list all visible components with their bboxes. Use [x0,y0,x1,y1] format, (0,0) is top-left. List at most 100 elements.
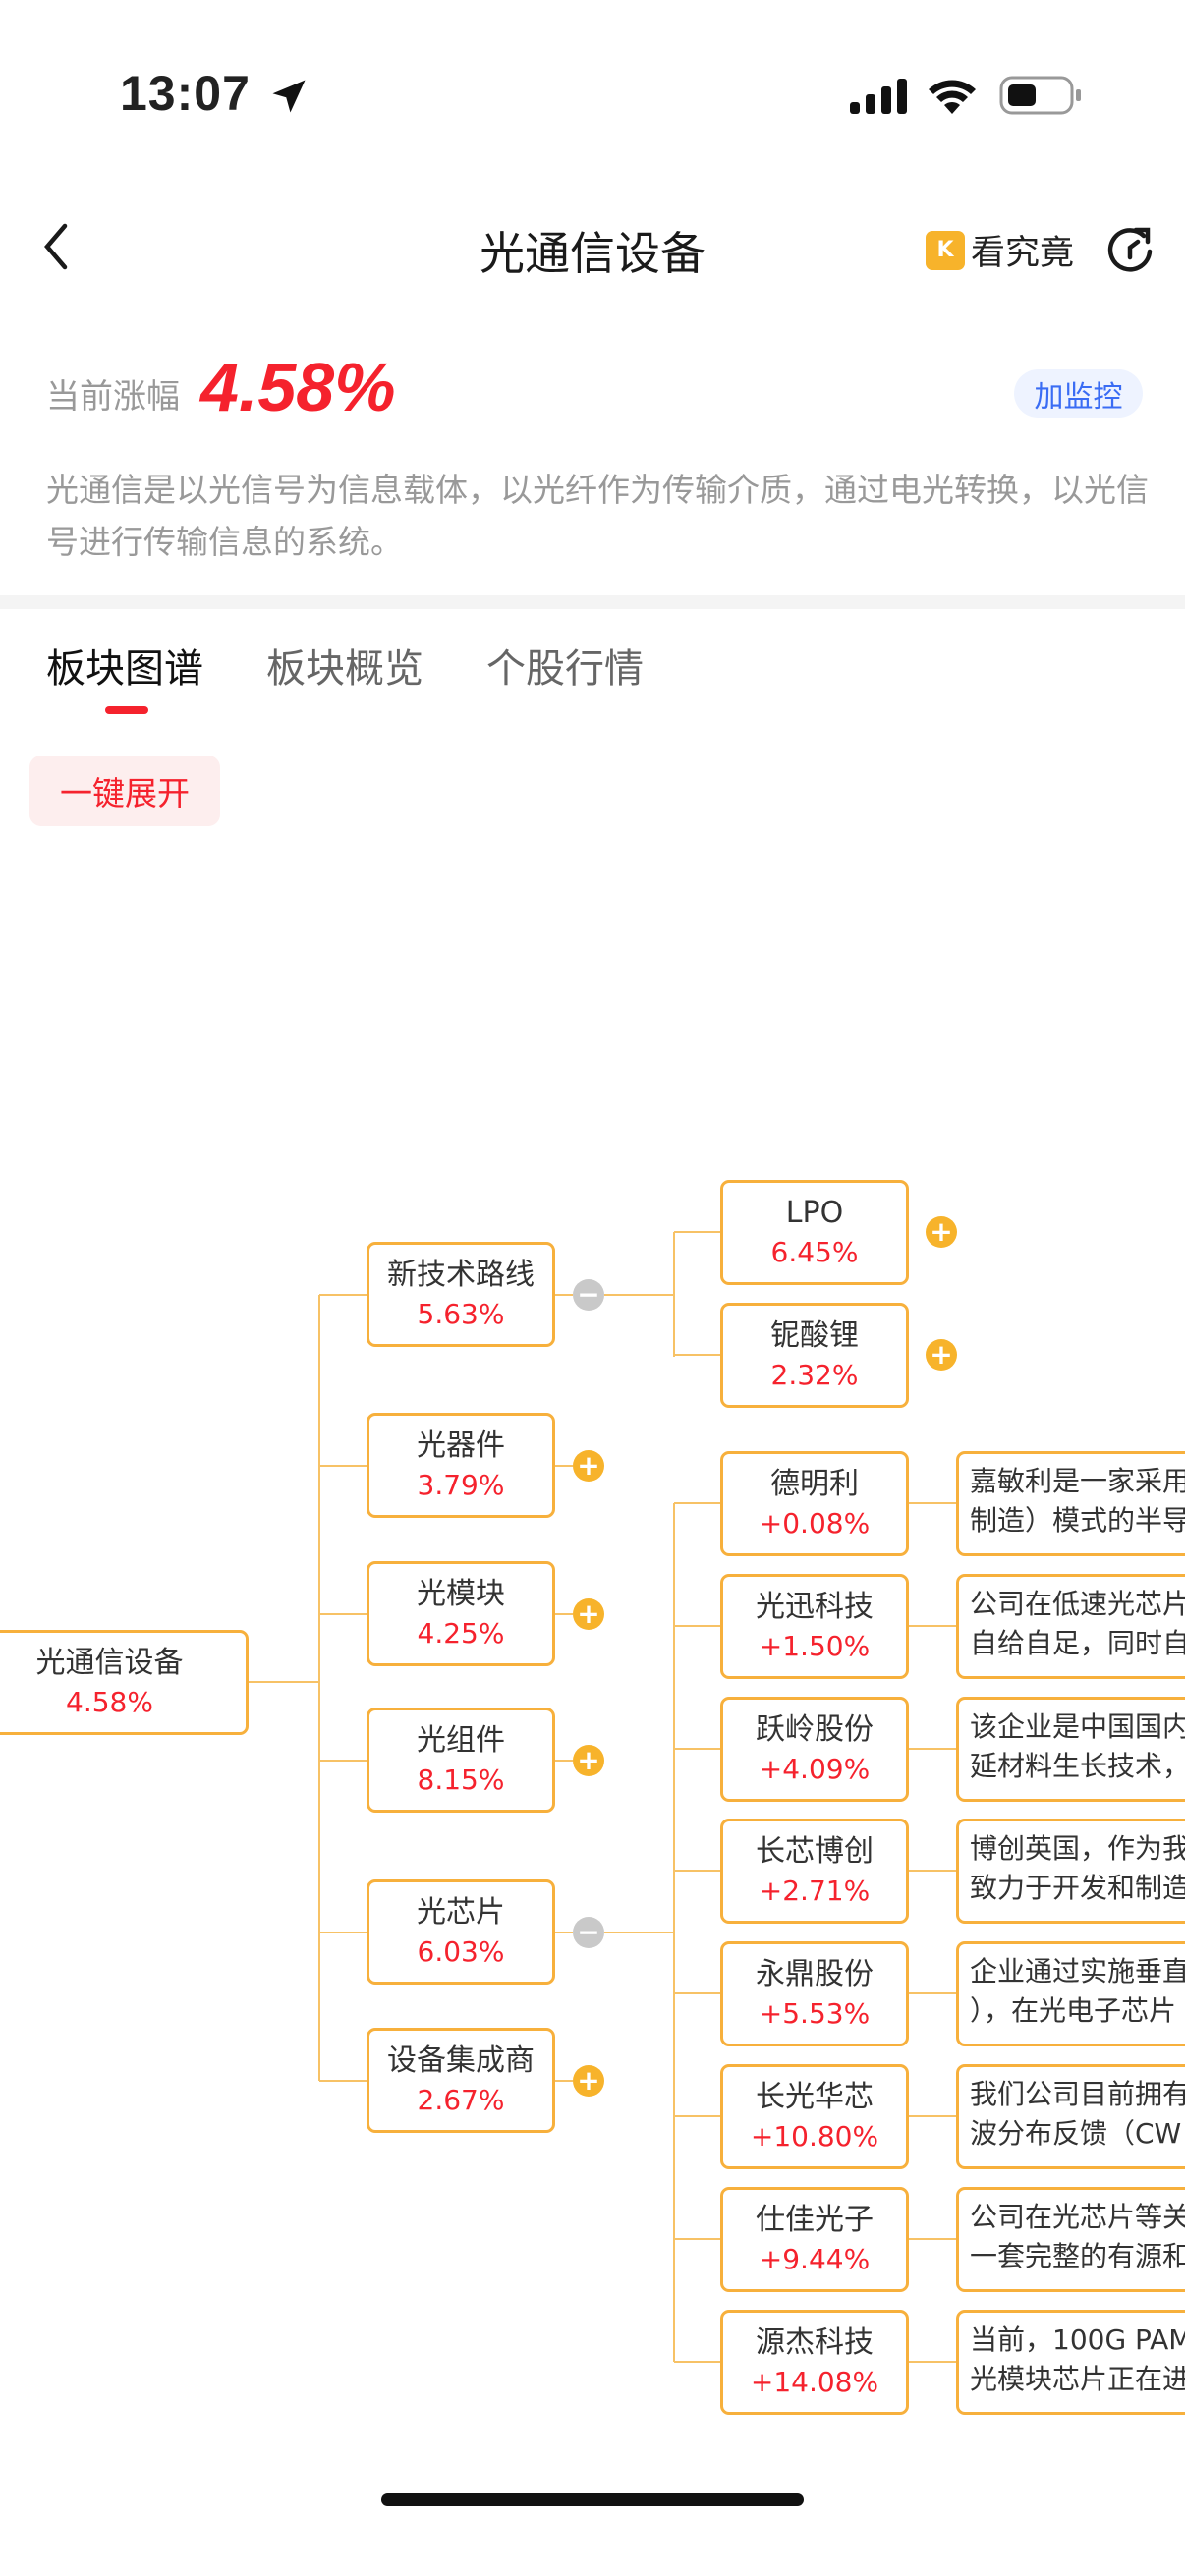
connector [674,1992,720,1994]
connector [674,2115,720,2117]
connector [674,2361,720,2363]
description-line: 致力于开发和制造 [970,1872,1185,1904]
kanjiujing-logo-icon: K [926,230,965,270]
node-pct: 6.45% [770,1235,859,1268]
expand-icon[interactable]: + [926,1216,957,1248]
description-line: ），在光电子芯片 [970,1994,1177,2027]
connector [674,1870,720,1872]
kanjiujing-label: 看究竟 [971,234,1075,273]
connector [909,2238,956,2240]
connector [909,1625,956,1627]
node-name: 新技术路线 [387,1257,535,1292]
change-label: 当前涨幅 [46,377,180,417]
stock-description-box[interactable]: 企业通过实施垂直 ），在光电子芯片 [956,1941,1185,2046]
expand-icon[interactable]: + [573,2065,604,2097]
expand-all-button[interactable]: 一键展开 [29,756,220,826]
collapse-icon[interactable]: − [573,1917,604,1948]
node-pct: 6.03% [417,1934,505,1968]
stock-description-box[interactable]: 我们公司目前拥有波分布反馈（CW [956,2064,1185,2169]
description-line: 企业通过实施垂直 [970,1955,1185,1988]
node-pct: +14.08% [750,2365,879,2398]
status-time: 13:07 [120,66,251,121]
connector [319,1465,367,1467]
description-line: 我们公司目前拥有 [970,2078,1185,2110]
share-refresh-icon[interactable] [1106,224,1156,273]
tab-sector-map[interactable]: 板块图谱 [46,646,203,692]
connector [909,1992,956,1994]
connector [673,1503,675,2362]
kanjiujing-button[interactable]: K 看究竟 [926,225,1074,275]
tab-stock-quotes[interactable]: 个股行情 [486,646,644,692]
description-line: 一套完整的有源和 [970,2240,1185,2272]
node-pct: 2.67% [417,2083,505,2116]
node-name: 长光华芯 [756,2079,874,2114]
stock-node[interactable]: 源杰科技+14.08% [720,2310,909,2415]
connector [319,1613,367,1615]
connector [555,2080,573,2082]
description-line: 该企业是中国国内 [970,1710,1185,1743]
connector [673,1232,675,1357]
description-line: 光模块芯片正在进 [970,2363,1185,2395]
stock-description-box[interactable]: 当前，100G PAM 光模块芯片正在进 [956,2310,1185,2415]
connector [909,1748,956,1750]
add-monitor-button[interactable]: 加监控 [1014,369,1143,418]
stock-node[interactable]: 永鼎股份+5.53% [720,1941,909,2046]
expand-icon[interactable]: + [573,1450,604,1482]
tab-sector-overview[interactable]: 板块概览 [266,646,423,692]
node-name: 德明利 [770,1466,859,1501]
stock-node[interactable]: 长芯博创+2.71% [720,1819,909,1924]
stock-description-box[interactable]: 该企业是中国国内延材料生长技术， [956,1697,1185,1802]
description-line: 波分布反馈（CW [970,2117,1182,2150]
stock-description-box[interactable]: 公司在低速光芯片自给自足，同时自 [956,1574,1185,1679]
node-name: 光芯片 [417,1894,505,1930]
sector-node[interactable]: 光芯片 6.03% [367,1879,555,1985]
stock-node[interactable]: 长光华芯+10.80% [720,2064,909,2169]
collapse-icon[interactable]: − [573,1279,604,1311]
sector-node[interactable]: 光模块 4.25% [367,1561,555,1666]
node-name: 光通信设备 [35,1645,184,1680]
stock-description-box[interactable]: 公司在光芯片等关一套完整的有源和 [956,2187,1185,2292]
back-icon[interactable] [39,222,73,271]
node-name: 光模块 [417,1576,505,1611]
active-tab-indicator [105,706,148,714]
connector [555,1760,573,1762]
node-pct: 4.58% [66,1685,153,1718]
connector [909,1502,956,1504]
node-pct: 2.32% [770,1358,859,1391]
stock-node[interactable]: 跃岭股份 +4.09% [720,1697,909,1802]
node-pct: +9.44% [759,2242,871,2275]
node-pct: 4.25% [417,1616,505,1650]
description-line: 当前，100G PAM [970,2324,1185,2356]
node-name: 光迅科技 [756,1589,874,1624]
wifi-icon [929,80,976,114]
stock-node[interactable]: 光迅科技+1.50% [720,1574,909,1679]
connector [674,1354,720,1356]
expand-icon[interactable]: + [573,1745,604,1776]
stock-description-box[interactable]: 嘉敏利是一家采用制造）模式的半导 [956,1451,1185,1556]
connector [319,1294,367,1296]
expand-icon[interactable]: + [926,1339,957,1371]
connector [909,1870,956,1872]
stock-node[interactable]: 仕佳光子+9.44% [720,2187,909,2292]
connector [555,1613,573,1615]
tree-root-node[interactable]: 光通信设备 4.58% [0,1630,249,1735]
section-divider [0,595,1185,609]
description-line: 嘉敏利是一家采用 [970,1465,1185,1497]
battery-icon [999,76,1081,115]
connector [555,1932,573,1933]
node-pct: 3.79% [417,1468,505,1501]
node-pct: +0.08% [759,1506,871,1540]
expand-icon[interactable]: + [573,1598,604,1630]
description-line: 公司在低速光芯片 [970,1588,1185,1620]
stock-description-box[interactable]: 博创英国，作为我致力于开发和制造 [956,1819,1185,1924]
stock-node[interactable]: 德明利 +0.08% [720,1451,909,1556]
node-pct: +4.09% [759,1752,871,1785]
node-pct: +2.71% [759,1874,871,1907]
node-name: 跃岭股份 [756,1711,874,1747]
